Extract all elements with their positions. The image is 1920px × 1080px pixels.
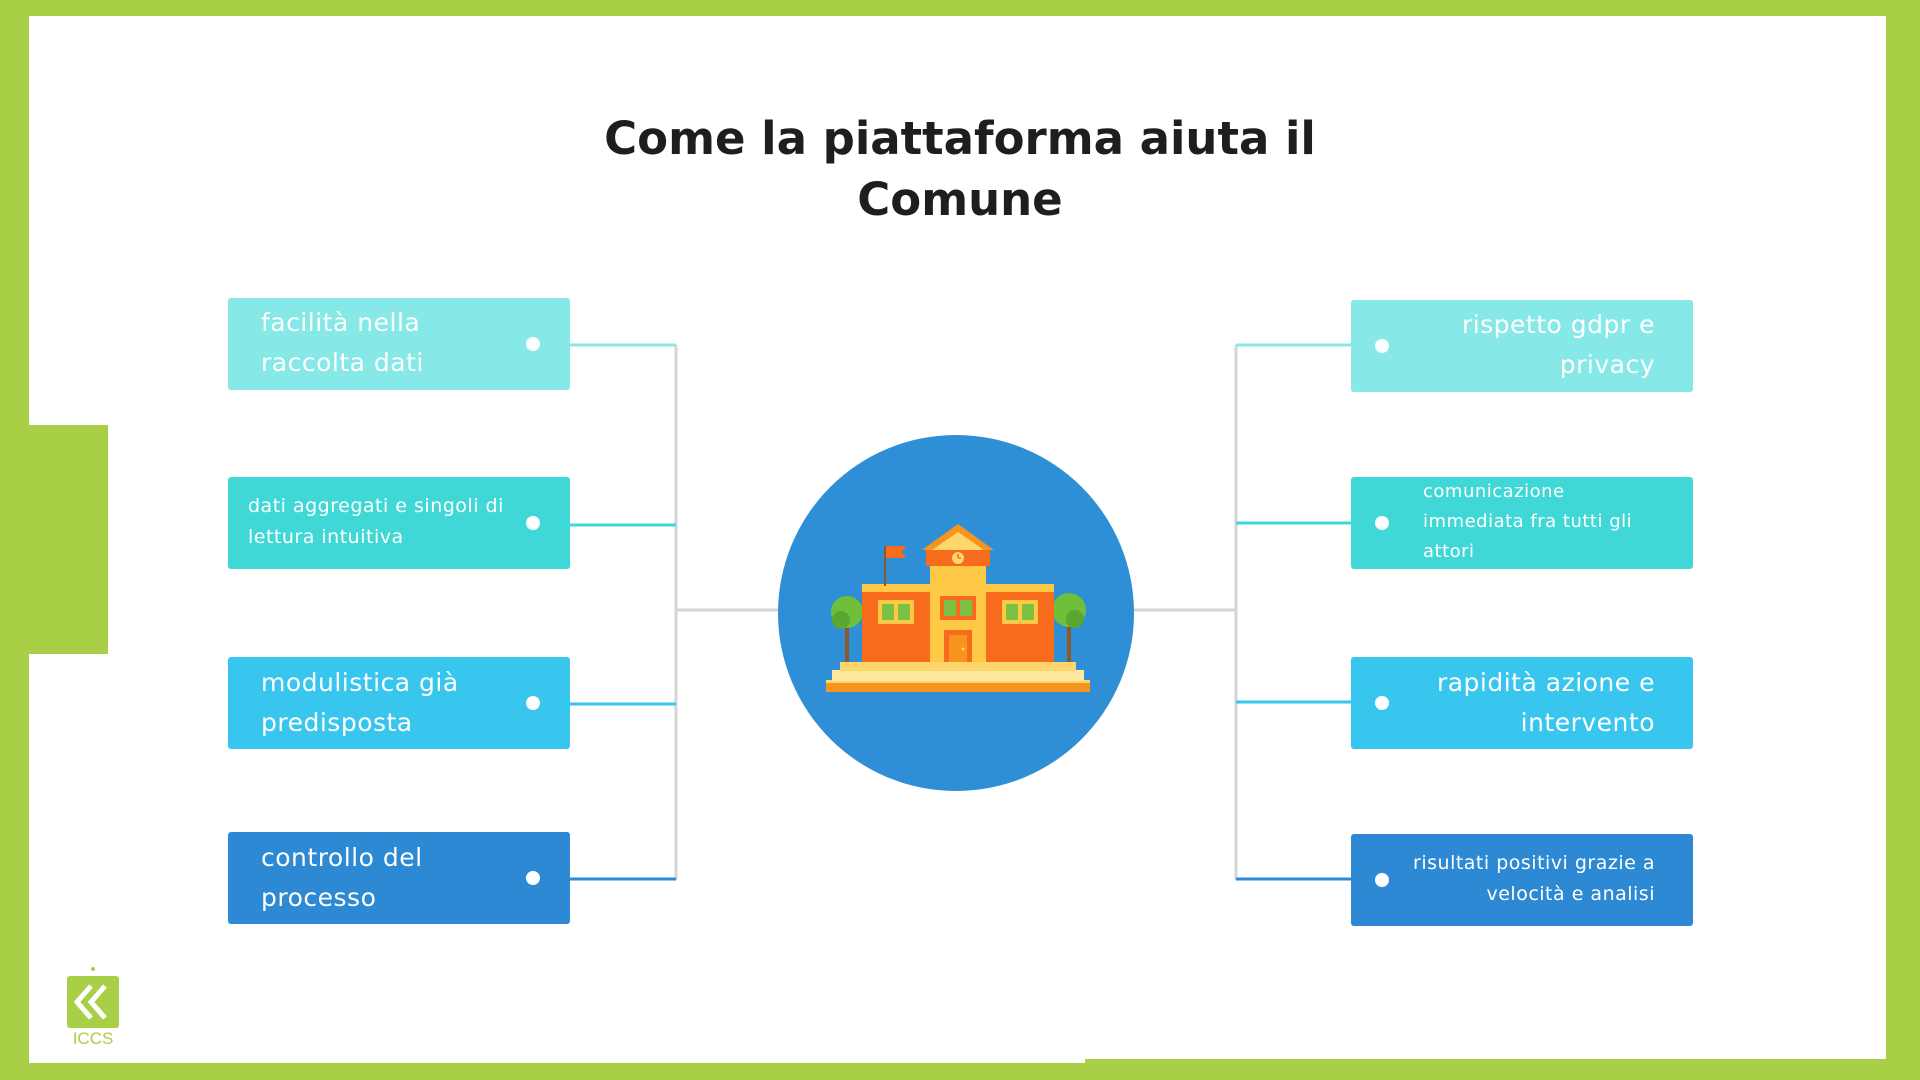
bullet-dot bbox=[1375, 696, 1389, 710]
left-item-2: dati aggregati e singoli di lettura intu… bbox=[228, 477, 570, 569]
right-item-3-label: rapidità azione e intervento bbox=[1436, 668, 1655, 737]
left-item-3: modulistica già predisposta bbox=[228, 657, 570, 749]
left-item-1: facilità nella raccolta dati bbox=[228, 298, 570, 390]
bullet-dot bbox=[1375, 339, 1389, 353]
right-item-1: rispetto gdpr e privacy bbox=[1351, 300, 1693, 392]
left-item-2-label: dati aggregati e singoli di lettura intu… bbox=[248, 495, 504, 548]
right-item-2: comunicazione immediata fra tutti gli at… bbox=[1351, 477, 1693, 569]
left-item-3-label: modulistica già predisposta bbox=[261, 668, 459, 737]
left-item-1-label: facilità nella raccolta dati bbox=[261, 308, 424, 377]
slide-title: Come la piattaforma aiuta il Comune bbox=[604, 112, 1316, 226]
bullet-dot bbox=[1375, 873, 1389, 887]
right-item-2-label: comunicazione immediata fra tutti gli at… bbox=[1423, 481, 1633, 562]
town-hall-building-icon bbox=[826, 524, 1090, 692]
decorative-green-block bbox=[29, 425, 108, 654]
logo-text: ICCS bbox=[73, 1029, 114, 1048]
bullet-dot bbox=[526, 871, 540, 885]
right-item-1-label: rispetto gdpr e privacy bbox=[1461, 310, 1655, 379]
bullet-dot bbox=[1375, 516, 1389, 530]
left-item-4-label: controllo del processo bbox=[261, 843, 423, 912]
bullet-dot bbox=[526, 337, 540, 351]
left-item-4: controllo del processo bbox=[228, 832, 570, 924]
right-item-4-label: risultati positivi grazie a velocità e a… bbox=[1413, 852, 1655, 905]
bullet-dot bbox=[526, 516, 540, 530]
bullet-dot bbox=[526, 696, 540, 710]
right-item-3: rapidità azione e intervento bbox=[1351, 657, 1693, 749]
iccs-logo-icon: ICCS bbox=[67, 967, 119, 1048]
right-item-4: risultati positivi grazie a velocità e a… bbox=[1351, 834, 1693, 926]
decorative-bottom-strip bbox=[1085, 1059, 1886, 1063]
